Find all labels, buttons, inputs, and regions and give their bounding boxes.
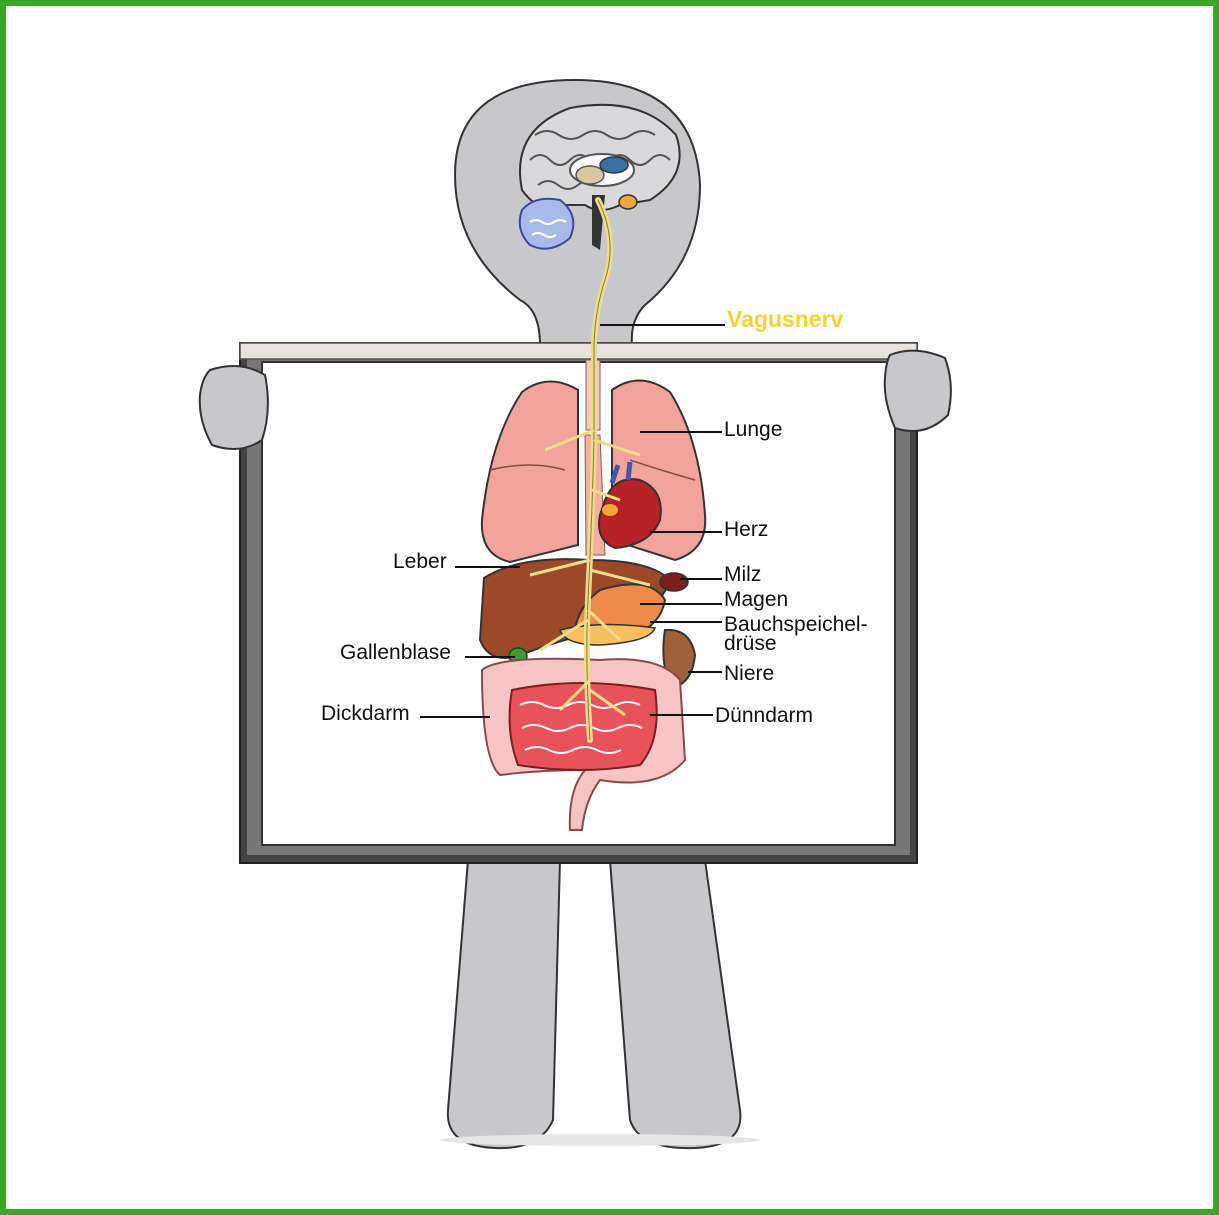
label-duenndarm: Dünndarm xyxy=(715,704,813,727)
label-lunge: Lunge xyxy=(724,418,782,441)
label-dickdarm: Dickdarm xyxy=(321,702,410,725)
small-intestine xyxy=(510,683,657,770)
label-leber: Leber xyxy=(393,550,447,573)
label-niere: Niere xyxy=(724,662,774,685)
label-vagusnerv: Vagusnerv xyxy=(727,306,844,332)
label-milz: Milz xyxy=(724,563,761,586)
legs xyxy=(440,860,760,1148)
label-druese: drüse xyxy=(724,632,777,655)
label-magen: Magen xyxy=(724,588,788,611)
label-herz: Herz xyxy=(724,518,768,541)
spleen xyxy=(660,573,688,591)
label-gallenblase: Gallenblase xyxy=(340,641,451,664)
